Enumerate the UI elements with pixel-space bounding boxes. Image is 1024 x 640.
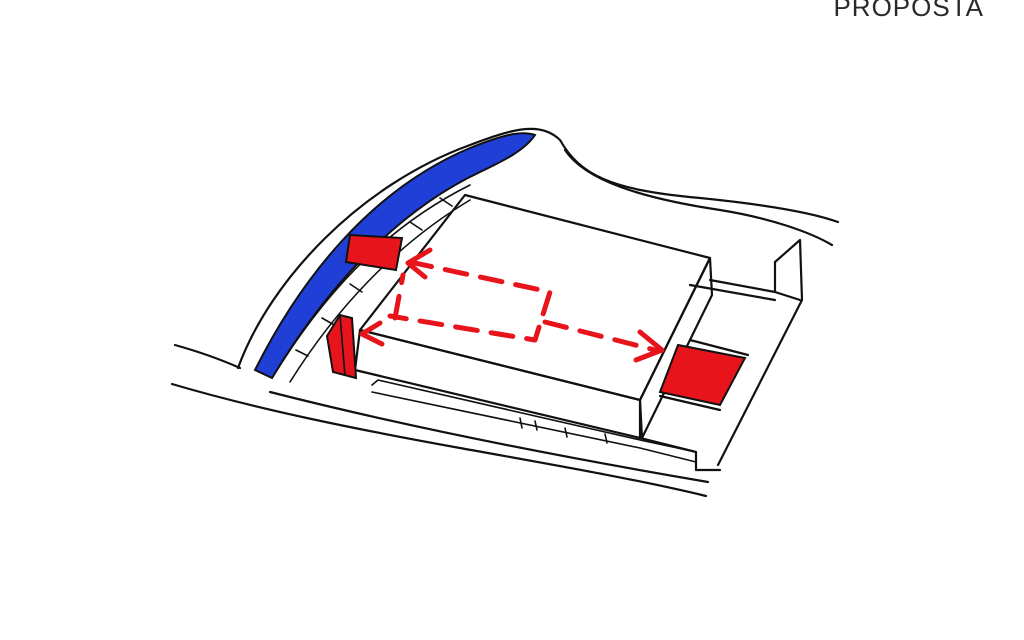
dashed-route-upper — [390, 262, 550, 340]
red-block-right — [660, 345, 745, 405]
main-building-block — [355, 195, 712, 438]
road-edge-upper-left — [175, 345, 240, 368]
site-outline — [172, 129, 838, 496]
red-volumes — [327, 235, 748, 410]
road-edge-lower-left — [172, 384, 706, 496]
dashed-route-right — [545, 322, 655, 350]
circulation-arrows — [362, 250, 662, 360]
arrowhead-right — [636, 332, 662, 360]
building-top-face — [360, 195, 710, 400]
